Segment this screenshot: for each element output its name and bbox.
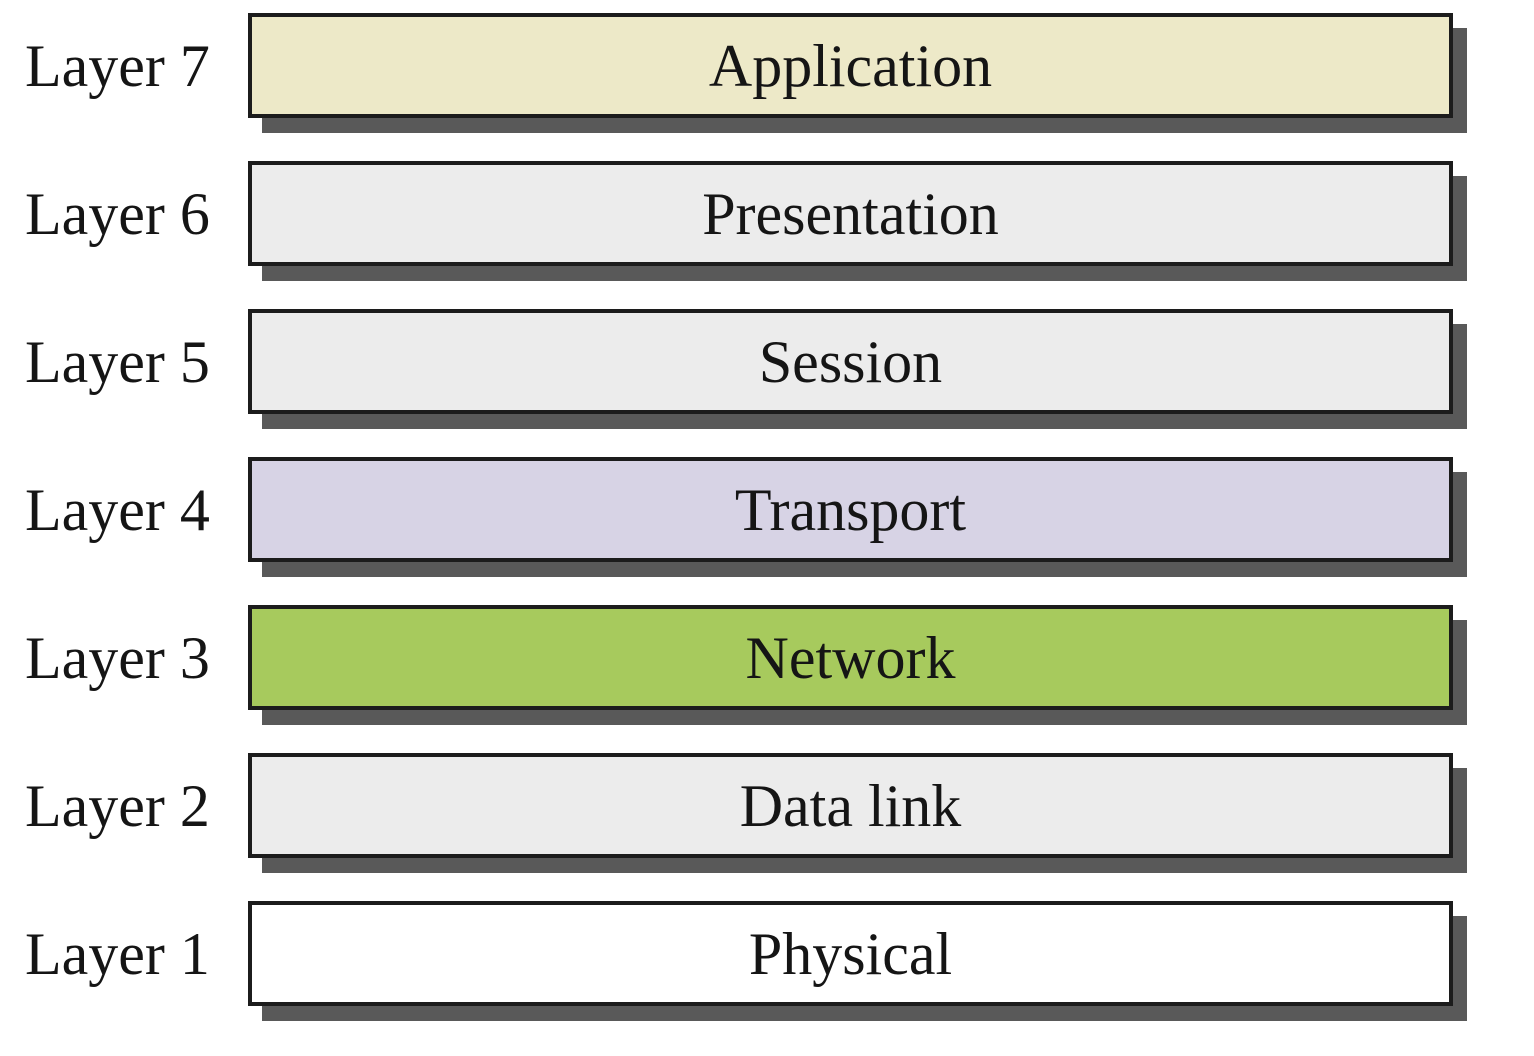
layer-name-label: Data link [739,772,962,839]
layer-row: Layer 2 Data link [0,753,1534,858]
layer-row: Layer 4 Transport [0,457,1534,562]
layer-number-label: Layer 3 [25,624,210,691]
layer-row: Layer 6 Presentation [0,161,1534,266]
layer-name-label: Presentation [702,180,999,247]
layer-box: Application [248,13,1453,118]
layer-name-label: Network [745,624,956,691]
layer-number-label: Layer 2 [25,772,210,839]
layer-box: Network [248,605,1453,710]
layer-name-label: Transport [734,476,967,543]
layer-number-label: Layer 4 [25,476,210,543]
layer-name-label: Application [708,32,993,99]
layer-box: Physical [248,901,1453,1006]
layer-row: Layer 1 Physical [0,901,1534,1006]
layer-box: Data link [248,753,1453,858]
layer-box: Transport [248,457,1453,562]
layer-box: Session [248,309,1453,414]
layer-row: Layer 7 Application [0,13,1534,118]
layer-box: Presentation [248,161,1453,266]
layer-name-label: Physical [748,920,953,987]
layer-number-label: Layer 5 [25,328,210,395]
layer-number-label: Layer 1 [25,920,210,987]
layer-row: Layer 3 Network [0,605,1534,710]
layer-row: Layer 5 Session [0,309,1534,414]
layer-name-label: Session [758,328,943,395]
layer-number-label: Layer 6 [25,180,210,247]
layer-number-label: Layer 7 [25,32,210,99]
